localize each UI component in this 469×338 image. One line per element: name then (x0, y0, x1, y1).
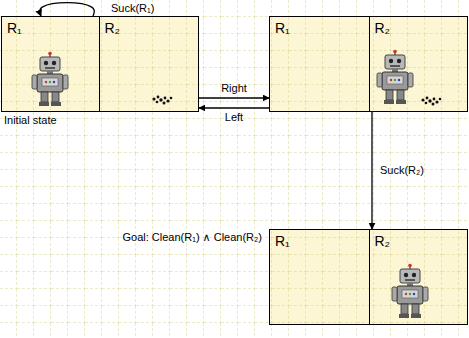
transition-arrow (371, 112, 372, 229)
state-caption: Initial state (4, 114, 57, 126)
transition-arrow (40, 3, 95, 16)
state-box: Initial stateR₁R₂ (1, 16, 199, 112)
action-label: Suck(R₂) (380, 164, 424, 177)
state-box: R₁ R₂ (269, 16, 468, 112)
dirt-dots (421, 97, 441, 106)
robot-figure (392, 264, 428, 318)
room-label: R₂ (375, 233, 391, 249)
transition-arrow (199, 97, 269, 98)
action-label: Suck(R₁) (111, 2, 154, 15)
dirt-dots (152, 96, 172, 105)
room-cell: R₂ (369, 16, 469, 112)
room-label: R₁ (275, 20, 290, 36)
room-label: R₂ (105, 20, 121, 36)
action-label: Left (225, 111, 243, 124)
room-label: R₁ (275, 233, 290, 249)
room-cell: R₂ (369, 229, 469, 325)
room-cell: R₁ (269, 16, 370, 112)
room-label: R₂ (375, 20, 391, 36)
state-caption: Goal: Clean(R₁) ∧ Clean(R₂) (122, 231, 262, 244)
transition-arrow (199, 107, 269, 108)
action-label: Right (221, 82, 247, 95)
room-cell: R₂ (99, 16, 200, 112)
room-label: R₁ (7, 20, 22, 36)
robot-figure (32, 52, 68, 106)
state-box: Goal: Clean(R₁) ∧ Clean(R₂)R₁R₂ (269, 229, 468, 325)
room-cell: R₁ (269, 229, 370, 325)
robot-figure (377, 50, 413, 104)
room-cell: R₁ (1, 16, 100, 112)
